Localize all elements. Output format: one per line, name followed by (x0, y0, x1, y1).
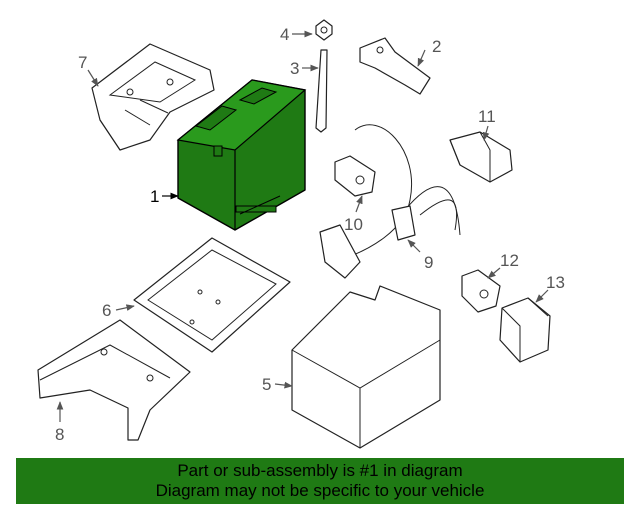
part-8-bracket[interactable] (37, 319, 191, 441)
part-2-clamp[interactable] (359, 37, 431, 95)
part-4-nut[interactable] (315, 19, 333, 41)
part-3-rod[interactable] (315, 49, 328, 133)
callout-12: 12 (500, 251, 519, 270)
callout-7: 7 (78, 53, 87, 72)
part-5-box[interactable] (291, 285, 441, 449)
callout-11: 11 (478, 107, 496, 126)
part-12-terminal[interactable] (461, 269, 501, 313)
callout-8: 8 (55, 425, 64, 444)
callout-9: 9 (424, 253, 433, 272)
banner-line-2: Diagram may not be specific to your vehi… (155, 481, 485, 500)
callout-5: 5 (262, 375, 271, 394)
part-13-connector[interactable] (499, 297, 551, 363)
callout-3: 3 (290, 59, 299, 78)
part-7-bracket[interactable] (91, 43, 215, 151)
callout-2: 2 (432, 37, 441, 56)
banner-line-1: Part or sub-assembly is #1 in diagram (177, 461, 463, 480)
callout-4: 4 (280, 25, 289, 44)
part-9-harness[interactable] (319, 124, 461, 279)
part-10-terminal[interactable] (334, 155, 376, 197)
callout-13: 13 (546, 273, 565, 292)
part-1-battery[interactable] (176, 79, 307, 231)
callout-1: 1 (150, 187, 159, 206)
parts-diagram: 1 2 3 4 5 6 7 8 9 10 11 12 13 (37, 19, 565, 449)
callout-10: 10 (344, 215, 363, 234)
disclaimer-banner: Part or sub-assembly is #1 in diagram Di… (16, 458, 624, 504)
part-11-connector[interactable] (449, 131, 513, 183)
part-6-tray[interactable] (133, 237, 291, 353)
callout-6: 6 (102, 301, 111, 320)
